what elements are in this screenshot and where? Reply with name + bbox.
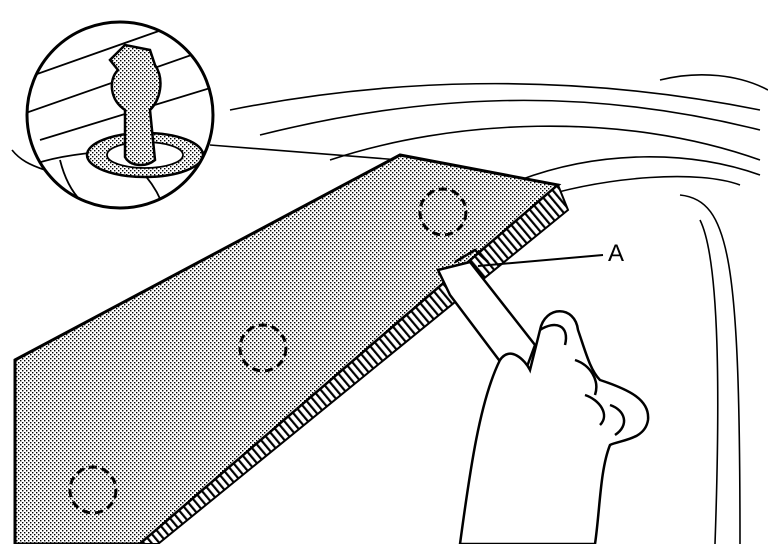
- clip-location-3: [68, 465, 118, 515]
- clip-location-1: [418, 187, 468, 237]
- vehicle-body-lines: [11, 74, 768, 544]
- clip-locations: [68, 187, 468, 515]
- hand: [458, 310, 650, 544]
- callout-leader-a: [477, 254, 604, 267]
- clip-detail-inset: [25, 20, 215, 210]
- callout-label-a: A: [608, 240, 625, 267]
- clip-location-2: [238, 323, 288, 373]
